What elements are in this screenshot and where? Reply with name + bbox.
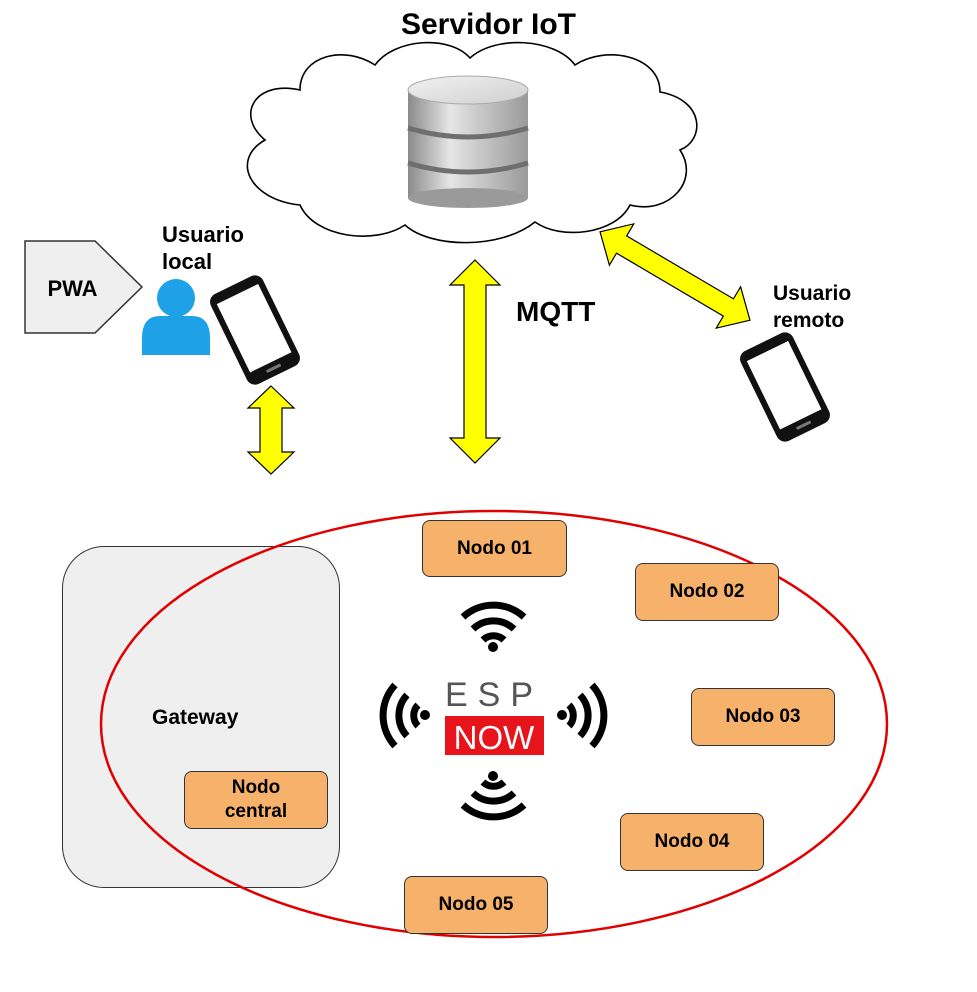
central-node: Nodo central <box>184 771 328 829</box>
mqtt-label: MQTT <box>516 296 596 327</box>
node-03: Nodo 03 <box>691 688 835 746</box>
database-icon <box>407 75 529 208</box>
node-05: Nodo 05 <box>404 876 548 934</box>
node-02: Nodo 02 <box>635 563 779 621</box>
local-user-label: Usuario local <box>162 222 244 274</box>
node-01: Nodo 01 <box>422 520 567 577</box>
arrow-local <box>246 385 296 475</box>
smartphone-icon <box>210 275 300 385</box>
espnow-now-text: NOW <box>454 719 536 756</box>
arrow-remote <box>599 222 751 330</box>
wifi-icon <box>379 682 421 749</box>
wifi-icon <box>460 779 527 821</box>
espnow-logo: ESP NOW <box>445 676 544 756</box>
espnow-esp-text: ESP <box>445 676 543 714</box>
wifi-icon <box>566 682 608 749</box>
pwa-shape <box>24 240 144 334</box>
remote-user-label: Usuario remoto <box>773 282 852 332</box>
node-04: Nodo 04 <box>620 813 764 871</box>
arrow-mqtt <box>448 259 502 464</box>
smartphone-icon <box>740 332 830 442</box>
gateway-box <box>62 546 340 888</box>
diagram-title: Servidor IoT <box>400 8 577 41</box>
wifi-icon <box>460 601 527 643</box>
user-icon <box>142 279 210 355</box>
gateway-label: Gateway <box>152 706 239 729</box>
pwa-label: PWA <box>47 276 98 301</box>
